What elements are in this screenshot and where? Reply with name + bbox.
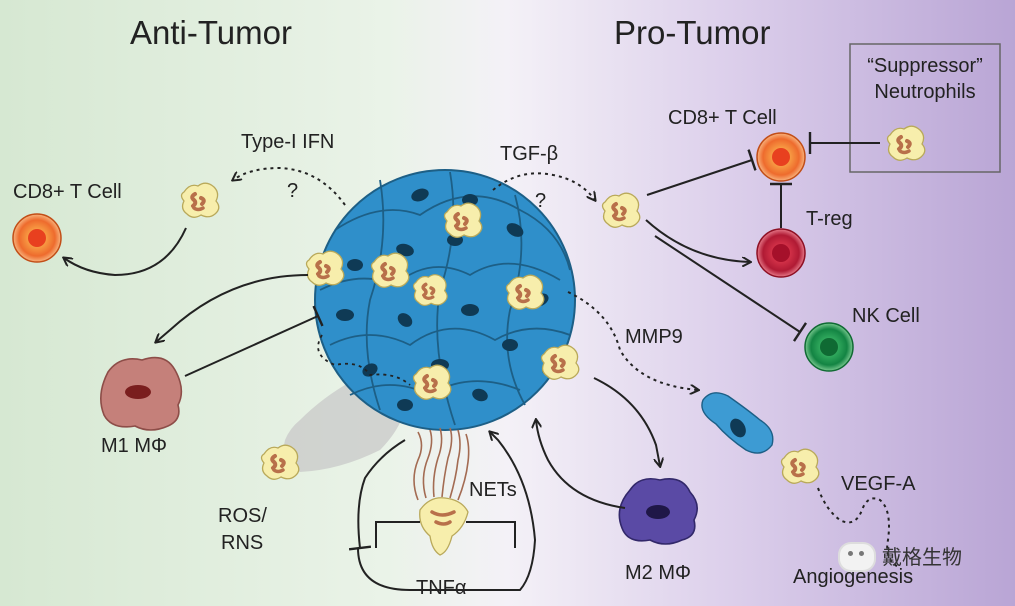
vegfa-label: VEGF-A — [841, 473, 916, 495]
nk-label: NK Cell — [852, 305, 920, 327]
treg-label: T-reg — [806, 208, 853, 230]
unknown-mark-left: ? — [287, 180, 299, 202]
m2-macrophage — [618, 477, 698, 545]
tgfb-label: TGF-β — [500, 143, 559, 165]
nk-cell — [804, 322, 854, 372]
cd8-t-cell-right — [756, 132, 806, 182]
suppressor-label-line1: “Suppressor” — [867, 55, 983, 77]
suppressor-label-line2: Neutrophils — [874, 81, 976, 103]
neutrophil-tgfb — [600, 191, 642, 230]
neutrophil-vegfa — [779, 447, 821, 486]
tnfa-label: TNFα — [416, 577, 467, 599]
suppressor-neutrophil — [885, 124, 927, 163]
m1-macrophage — [100, 356, 183, 431]
cd8-right-label: CD8+ T Cell — [668, 107, 777, 129]
m1-label: M1 MΦ — [101, 435, 167, 457]
cd8-t-cell-left — [12, 213, 62, 263]
wechat-icon — [838, 542, 876, 572]
ros-label-line1: ROS/ — [218, 505, 267, 527]
t-reg-cell — [756, 228, 806, 278]
type1-ifn-label: Type-I IFN — [241, 131, 335, 153]
cd8-left-label: CD8+ T Cell — [13, 181, 122, 203]
mmp9-label: MMP9 — [625, 326, 683, 348]
pro-tumor-heading: Pro-Tumor — [614, 14, 771, 51]
nets-neutrophil — [413, 427, 470, 556]
neutrophil-ros — [259, 443, 301, 482]
unknown-mark-right: ? — [535, 190, 547, 212]
nets-label: NETs — [469, 479, 517, 501]
suppressor-neutrophils-box — [849, 43, 1001, 173]
angiogenesis-label: Angiogenesis — [793, 566, 914, 588]
m2-label: M2 MΦ — [625, 562, 691, 584]
connectors — [64, 132, 901, 591]
neutrophil-ifn — [179, 181, 221, 220]
watermark-text: 戴格生物 — [882, 544, 962, 569]
anti-tumor-heading: Anti-Tumor — [130, 14, 292, 51]
migrating-tumor-cell — [701, 392, 774, 454]
ros-label-line2: RNS — [221, 532, 264, 554]
watermark: 戴格生物 — [838, 542, 962, 572]
